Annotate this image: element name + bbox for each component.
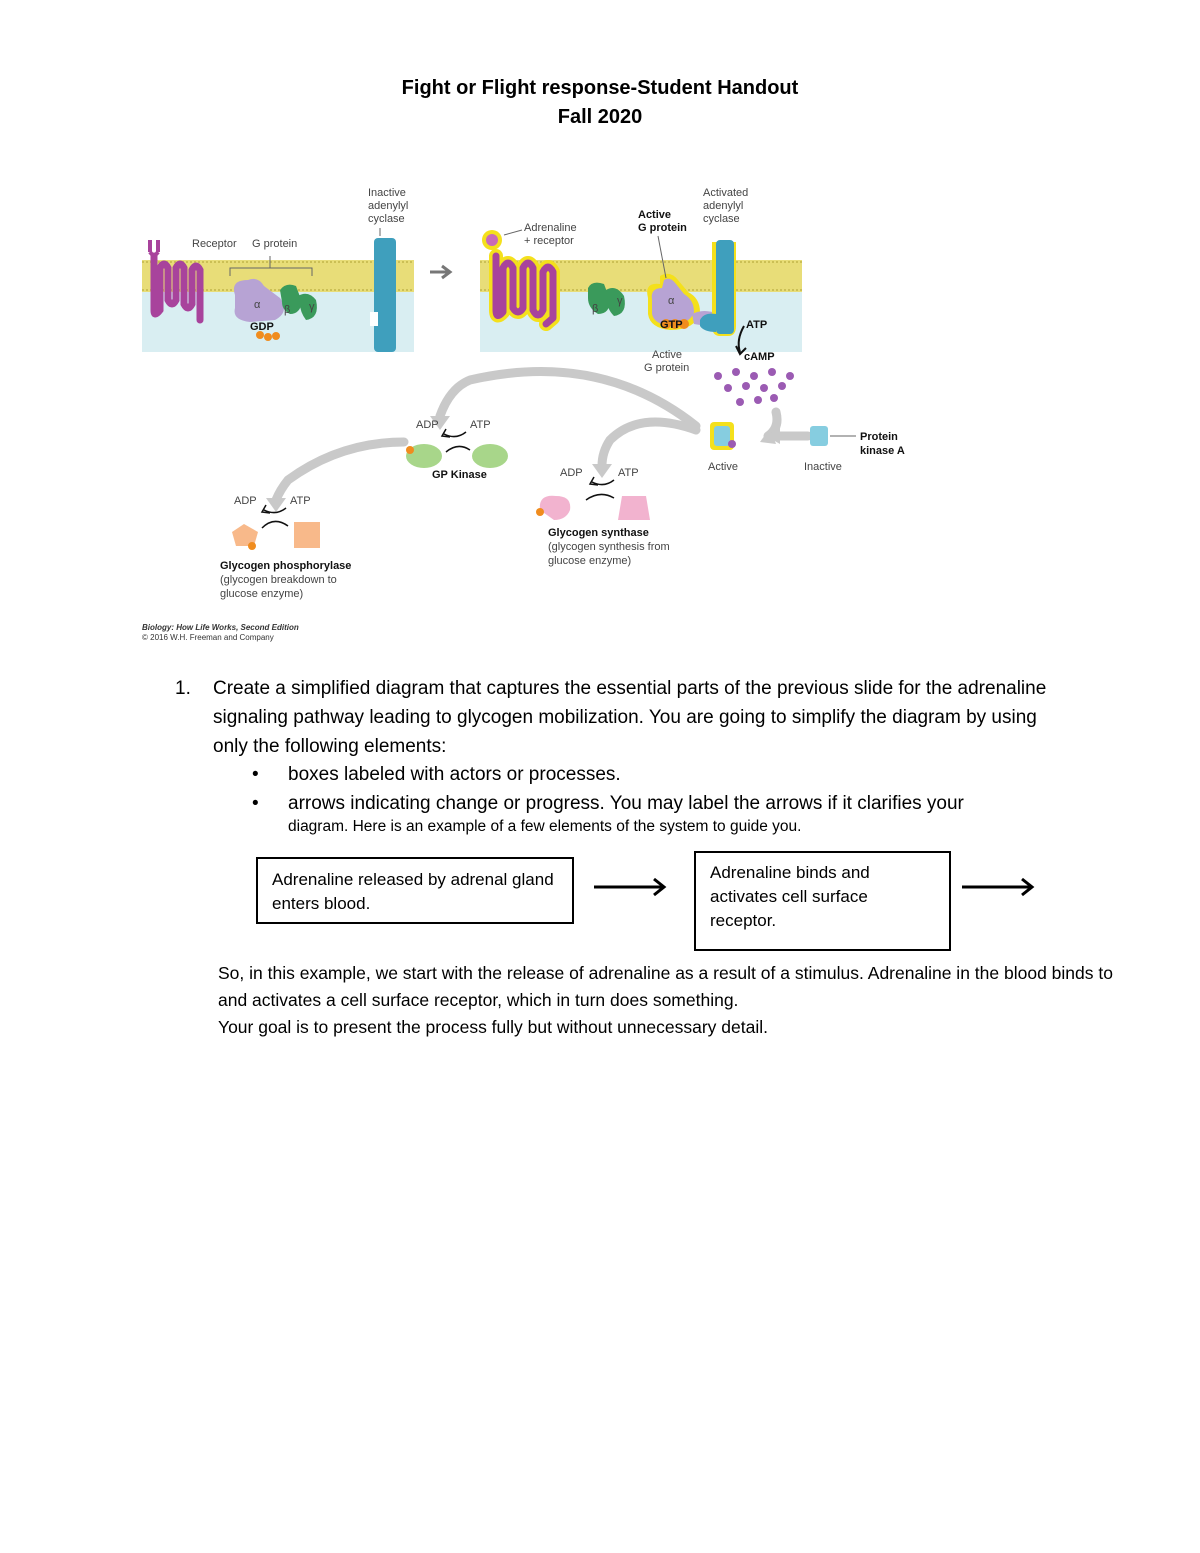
inactive-adenylyl-cyclase: Inactive adenylyl cyclase: [368, 187, 408, 352]
gp-kinase-atp: ATP: [470, 419, 491, 431]
gs-atp: ATP: [618, 467, 639, 479]
camp-molecules: [714, 368, 794, 406]
page-subtitle: Fall 2020: [557, 106, 643, 128]
receptor-inactive: [148, 240, 204, 324]
bullet-text: arrows indicating change or progress. Yo…: [288, 793, 964, 814]
alpha-label-right: α: [668, 295, 675, 307]
g-protein-alpha-active: α GTP: [647, 273, 719, 331]
example-arrow-1: [594, 877, 667, 897]
g-protein-label: G protein: [252, 238, 297, 250]
bullet-continuation: diagram. Here is an example of a few ele…: [288, 818, 802, 835]
example-box-1: Adrenaline released by adrenal gland ent…: [256, 857, 574, 924]
atp-label-top: ATP: [746, 319, 767, 331]
beta-label: β: [284, 304, 290, 316]
pka-line2: kinase A: [860, 445, 905, 457]
bullet-text: boxes labeled with actors or processes.: [288, 764, 621, 785]
active-g-protein-top-line1: Active: [638, 209, 671, 221]
bullet-list: • boxes labeled with actors or processes…: [252, 760, 1072, 838]
figure-credit-2: © 2016 W.H. Freeman and Company: [142, 633, 274, 642]
adrenaline-receptor-line1: Adrenaline: [524, 222, 577, 234]
active-g-protein-bottom-line2: G protein: [644, 362, 689, 374]
pathway-arrowheads: [266, 416, 780, 512]
beta-label-right: β: [592, 303, 598, 315]
receptor-active: [482, 230, 560, 331]
phos-adp: ADP: [234, 495, 257, 507]
example-arrow-2: [962, 877, 1035, 897]
signaling-pathway-figure: Receptor G protein α β γ GDP Inactive ad…: [142, 187, 905, 642]
page-title: Fight or Flight response-Student Handout: [401, 77, 799, 99]
bullet-item: • arrows indicating change or progress. …: [252, 789, 1072, 838]
gamma-label-right: γ: [617, 295, 623, 307]
explanation-paragraph: So, in this example, we start with the r…: [218, 960, 1118, 1041]
inactive-cyclase-line2: adenylyl: [368, 200, 408, 212]
glycogen-synthase: ADP ATP Glycogen synthase (glycogen synt…: [536, 467, 670, 567]
gamma-label: γ: [309, 301, 315, 313]
gtp-label: GTP: [660, 319, 683, 331]
transition-arrow: [430, 264, 453, 280]
activated-cyclase-line2: adenylyl: [703, 200, 743, 212]
activated-adenylyl-cyclase: Activated adenylyl cyclase: [700, 187, 748, 336]
glycogen-phosphorylase-desc1: (glycogen breakdown to: [220, 574, 337, 586]
glycogen-synthase-label: Glycogen synthase: [548, 527, 649, 539]
inactive-cyclase-line3: cyclase: [368, 213, 405, 225]
receptor-label: Receptor: [192, 238, 237, 250]
bullet-dot: •: [252, 764, 259, 785]
glycogen-synthase-desc2: glucose enzyme): [548, 555, 631, 567]
alpha-label: α: [254, 299, 261, 311]
active-g-protein-top-line2: G protein: [638, 222, 687, 234]
bullet-item: • boxes labeled with actors or processes…: [252, 760, 1072, 789]
example-box-2: Adrenaline binds and activates cell surf…: [694, 851, 951, 951]
question-number: 1.: [175, 678, 191, 699]
glycogen-phosphorylase: ADP ATP Glycogen phosphorylase (glycogen…: [220, 495, 351, 600]
gp-kinase-adp: ADP: [416, 419, 439, 431]
adrenaline-receptor-line2: + receptor: [524, 235, 574, 247]
pka-line1: Protein: [860, 431, 898, 443]
activated-cyclase-line1: Activated: [703, 187, 748, 199]
pka-inactive-label: Inactive: [804, 461, 842, 473]
question-text: Create a simplified diagram that capture…: [213, 678, 1047, 757]
glycogen-phosphorylase-desc2: glucose enzyme): [220, 588, 303, 600]
figure-credit-1: Biology: How Life Works, Second Edition: [142, 623, 299, 632]
protein-kinase-a: Protein kinase A Active Inactive: [708, 422, 905, 473]
bullet-dot: •: [252, 793, 259, 814]
paragraph-line-2: Your goal is to present the process full…: [218, 1017, 768, 1037]
phos-atp: ATP: [290, 495, 311, 507]
activated-cyclase-line3: cyclase: [703, 213, 740, 225]
camp-label: cAMP: [744, 351, 775, 363]
glycogen-synthase-desc1: (glycogen synthesis from: [548, 541, 670, 553]
g-protein-inactive: α β γ GDP: [233, 278, 317, 341]
gp-kinase-label: GP Kinase: [432, 469, 487, 481]
paragraph-line-1: So, in this example, we start with the r…: [218, 963, 1113, 1010]
inactive-cyclase-line1: Inactive: [368, 187, 406, 199]
active-g-protein-bottom-line1: Active: [652, 349, 682, 361]
glycogen-phosphorylase-label: Glycogen phosphorylase: [220, 560, 351, 572]
pka-active-label: Active: [708, 461, 738, 473]
gdp-label: GDP: [250, 321, 274, 333]
gp-kinase: ADP ATP GP Kinase: [406, 419, 508, 481]
gs-adp: ADP: [560, 467, 583, 479]
